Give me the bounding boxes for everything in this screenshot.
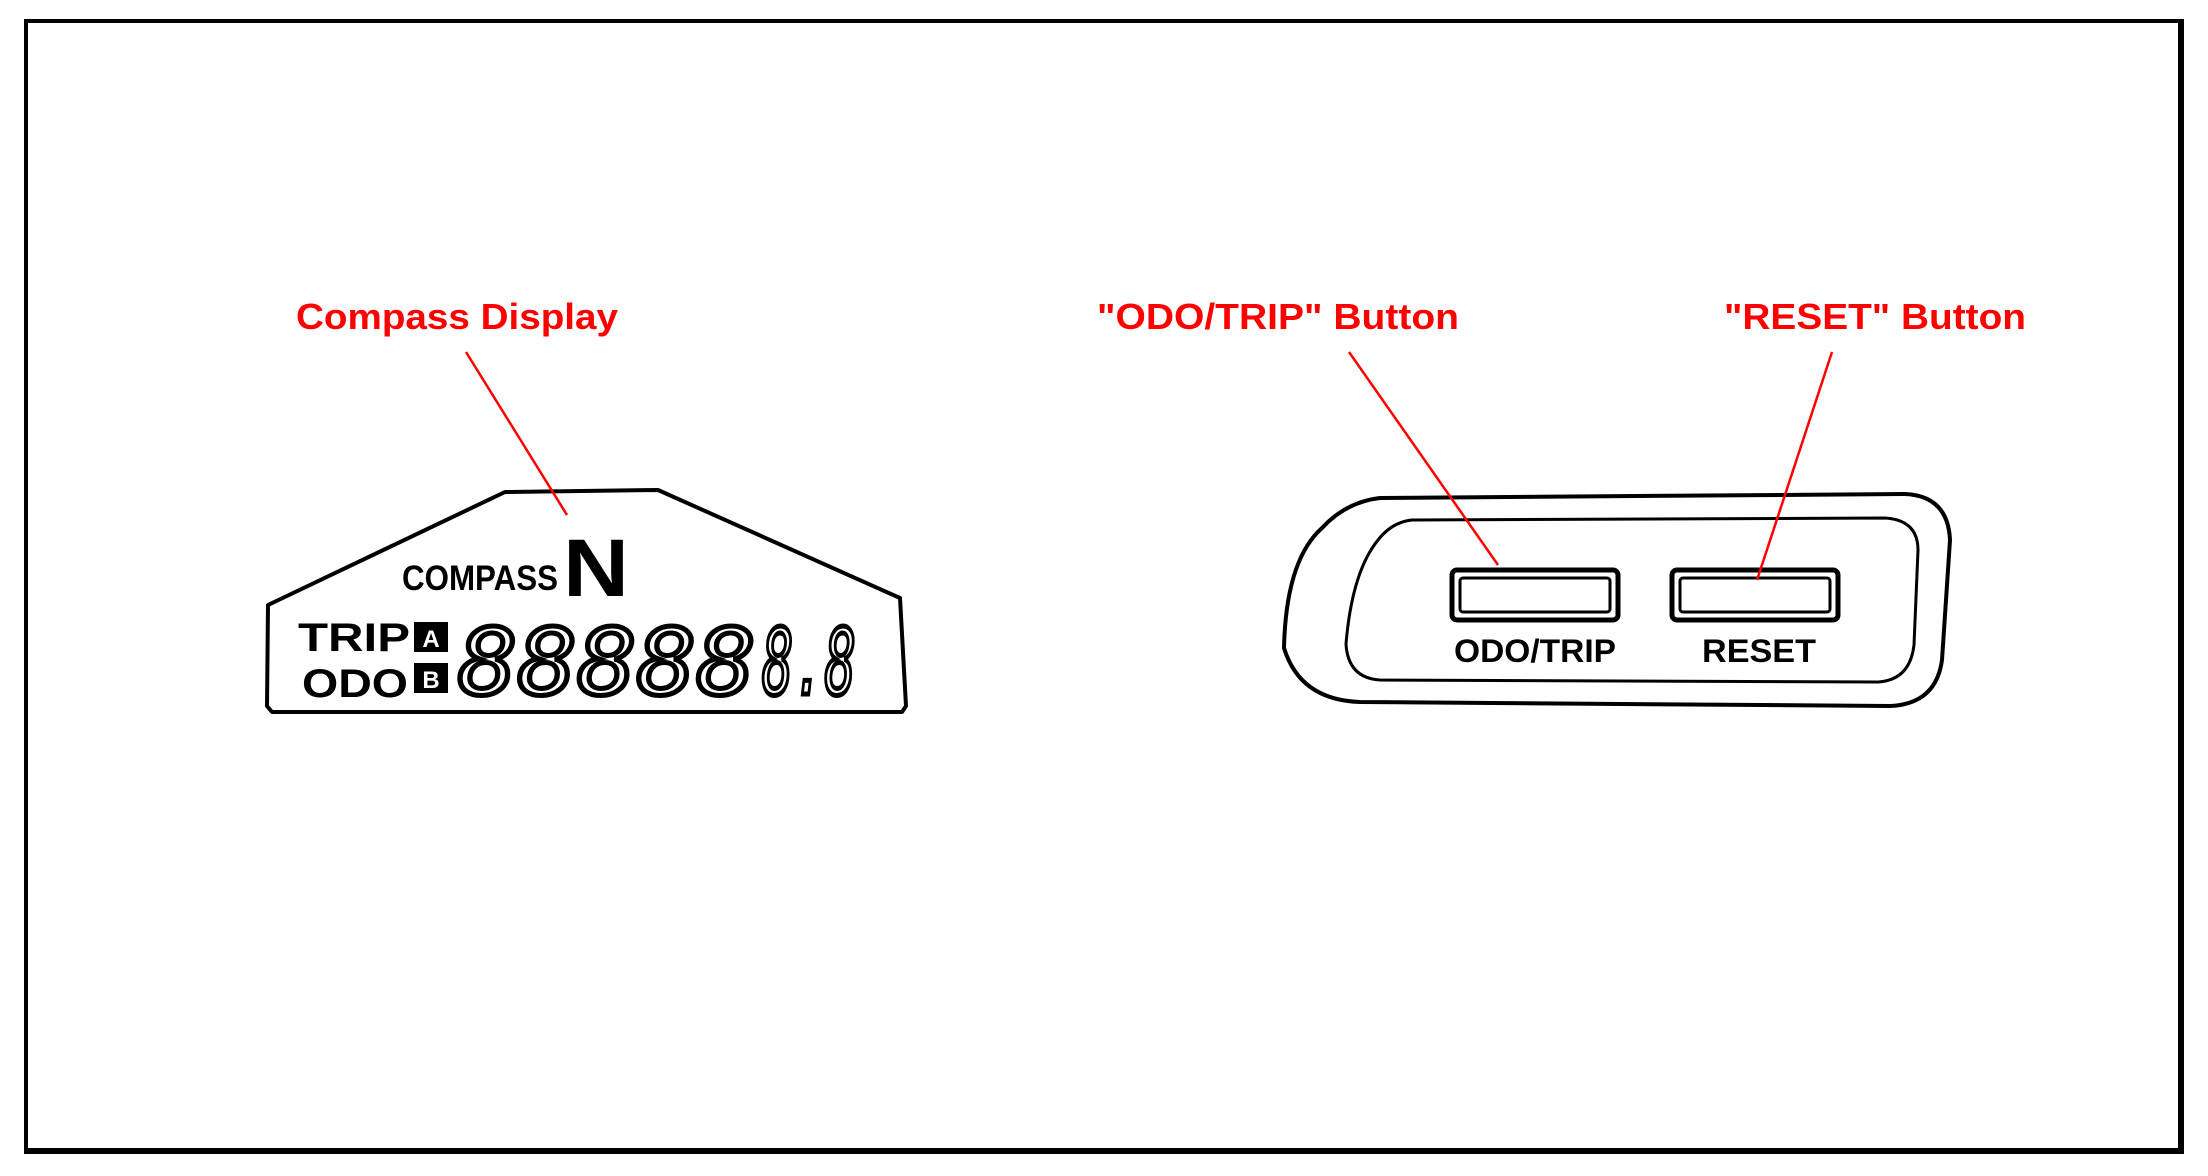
callout-odo-trip-button: "ODO/TRIP" Button <box>1097 296 1459 337</box>
compass-heading: N <box>563 523 629 614</box>
trip-a-indicator: A <box>414 622 448 653</box>
leader-line-compass <box>464 351 569 516</box>
diagram-frame <box>24 19 2184 1154</box>
odometer-digits: 88888 <box>458 609 756 716</box>
trip-b-indicator: B <box>414 663 448 694</box>
reset-button[interactable] <box>1669 567 1841 623</box>
button-panel-inner <box>1344 516 1920 684</box>
odometer-decimal-digit: 8.8 <box>762 609 856 716</box>
odo-trip-button-label: ODO/TRIP <box>1454 633 1616 669</box>
odo-label: ODO <box>302 662 408 706</box>
trip-label: TRIP <box>298 616 410 660</box>
leader-line-reset <box>1755 351 1834 581</box>
reset-button-label: RESET <box>1702 633 1816 669</box>
leader-line-odo-trip <box>1347 351 1500 566</box>
odo-trip-button[interactable] <box>1449 567 1621 623</box>
button-panel: ODO/TRIP RESET <box>1282 492 1952 708</box>
compass-label: COMPASS <box>402 559 558 598</box>
callout-reset-button: "RESET" Button <box>1724 296 2026 337</box>
lcd-display: COMPASS N TRIP ODO A B 88888 8.8 <box>265 488 908 719</box>
lcd-display-outline <box>265 488 908 714</box>
trip-a-letter: A <box>422 626 439 653</box>
callout-compass-display: Compass Display <box>296 296 618 337</box>
trip-b-letter: B <box>422 667 439 694</box>
